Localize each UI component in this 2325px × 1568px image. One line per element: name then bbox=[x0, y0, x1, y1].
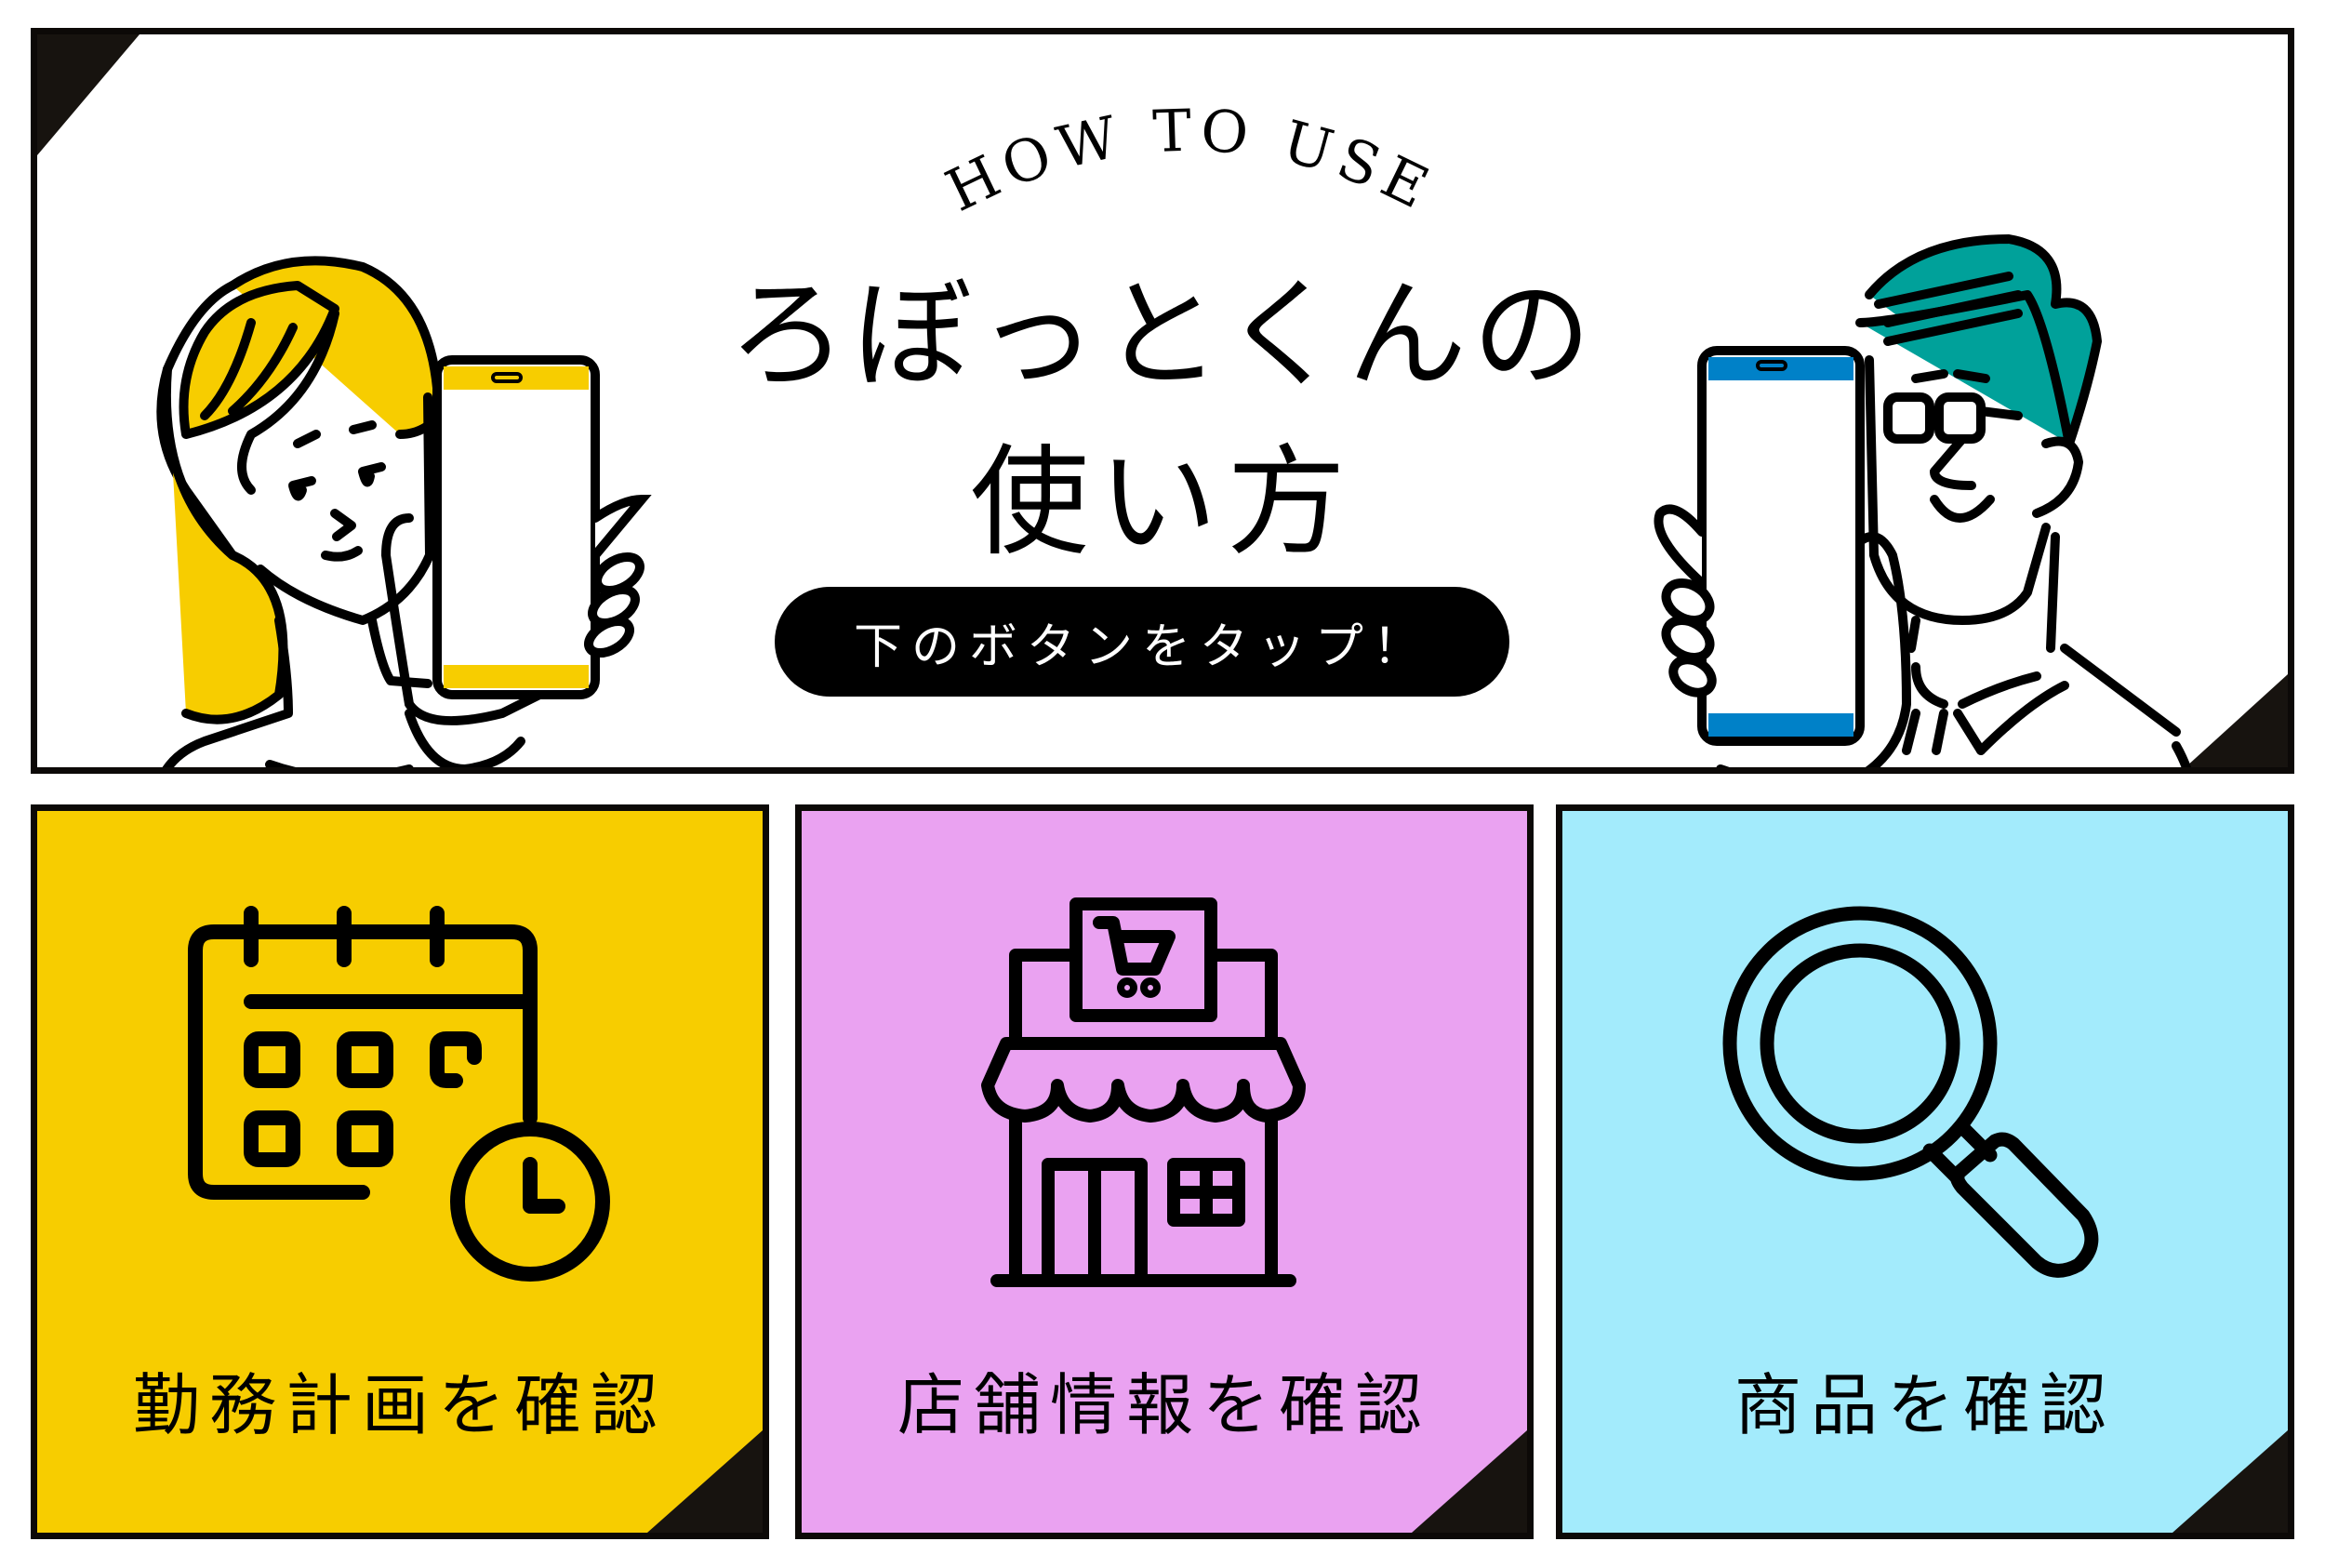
store-info-button[interactable]: 店舗情報を確認 bbox=[795, 804, 1534, 1539]
card-label: 店舗情報を確認 bbox=[897, 1366, 1431, 1444]
hero-banner: HOW TO USE ろぼっとくんの 使い方 下のボタンをタップ！ bbox=[31, 28, 2294, 774]
page-title-line1: ろぼっとくんの bbox=[727, 266, 1598, 405]
calendar-clock-icon bbox=[37, 895, 763, 1295]
corner-decoration bbox=[37, 34, 140, 155]
magnifying-glass-icon bbox=[1562, 895, 2288, 1304]
tap-below-pill: 下のボタンをタップ！ bbox=[775, 587, 1509, 697]
corner-decoration bbox=[2186, 674, 2288, 767]
product-search-button[interactable]: 商品を確認 bbox=[1556, 804, 2294, 1539]
corner-decoration bbox=[2172, 1430, 2288, 1533]
how-to-use-heading: HOW TO USE bbox=[936, 96, 1445, 225]
card-label: 商品を確認 bbox=[1734, 1366, 2116, 1444]
corner-decoration bbox=[647, 1430, 763, 1533]
page-title-line2: 使い方 bbox=[969, 433, 1355, 572]
storefront-cart-icon bbox=[802, 895, 1527, 1295]
svg-text:HOW TO USE: HOW TO USE bbox=[936, 96, 1445, 225]
card-label: 勤務計画を確認 bbox=[132, 1366, 667, 1444]
corner-decoration bbox=[1412, 1430, 1527, 1533]
man-with-phone-illustration bbox=[1654, 234, 2192, 767]
shift-schedule-button[interactable]: 勤務計画を確認 bbox=[31, 804, 769, 1539]
pill-text: 下のボタンをタップ！ bbox=[853, 618, 1430, 675]
woman-with-phone-illustration bbox=[156, 256, 652, 767]
